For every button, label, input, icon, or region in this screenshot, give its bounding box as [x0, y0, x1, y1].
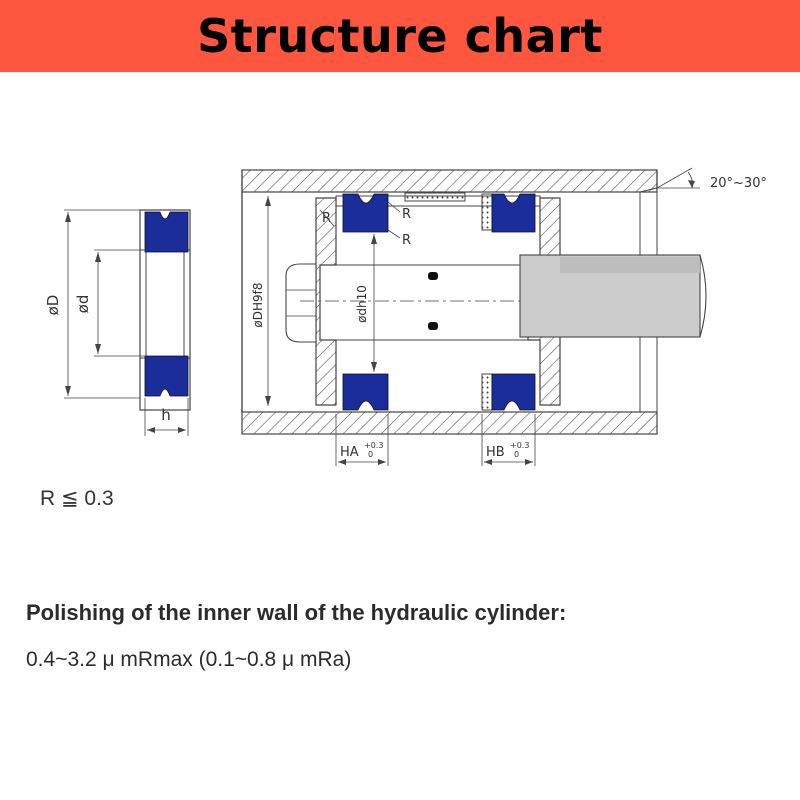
nut	[285, 263, 317, 343]
seal-profile-bottom	[144, 355, 189, 397]
hb-tol-lower: 0	[514, 450, 519, 459]
cylinder-wall-top	[241, 169, 658, 193]
height-label: h	[161, 406, 171, 424]
seal-profile-top	[144, 211, 189, 253]
seal-outline	[139, 209, 191, 411]
radius-label-2: R	[402, 207, 411, 222]
hb-tol-upper: +0.3	[510, 441, 529, 450]
inner-diameter-label: ød	[74, 295, 92, 314]
backup-ring-bottom	[481, 373, 493, 411]
structure-diagram: øD ød h 20°~30°	[44, 167, 767, 466]
backup-ring-top	[481, 193, 493, 231]
seal-cross-section: øD ød h	[44, 209, 191, 436]
page-title: Structure chart	[197, 9, 603, 63]
angle-label: 20°~30°	[710, 176, 767, 191]
piston-seal-bottom-right	[491, 373, 536, 411]
ha-label: HA	[340, 445, 359, 460]
bore-diameter-label: øDH9f8	[251, 282, 265, 327]
rod-diameter-label: ødh10	[355, 285, 369, 323]
cylinder-assembly: 20°~30° R R R	[241, 167, 767, 466]
piston-left-plate	[315, 197, 337, 406]
piston-seal-top-right	[491, 193, 536, 233]
ha-tol-lower: 0	[368, 450, 373, 459]
cylinder-wall-bottom	[241, 411, 658, 435]
radius-label-3: R	[402, 233, 411, 248]
radius-limit-note: R ≦ 0.3	[40, 487, 114, 510]
o-ring-bottom	[428, 322, 438, 330]
piston-seal-top-left	[342, 193, 389, 233]
polishing-heading: Polishing of the inner wall of the hydra…	[26, 600, 567, 625]
guide-ring-top	[404, 192, 466, 202]
title-banner: Structure chart	[0, 0, 800, 72]
outer-diameter-label: øD	[44, 295, 62, 316]
radius-label-1: R	[322, 211, 331, 226]
hb-label: HB	[486, 445, 505, 460]
piston-seal-bottom-left	[342, 373, 389, 411]
o-ring-top	[428, 272, 438, 280]
polishing-value: 0.4~3.2 μ mRmax (0.1~0.8 μ mRa)	[26, 648, 352, 671]
ha-tol-upper: +0.3	[364, 441, 383, 450]
